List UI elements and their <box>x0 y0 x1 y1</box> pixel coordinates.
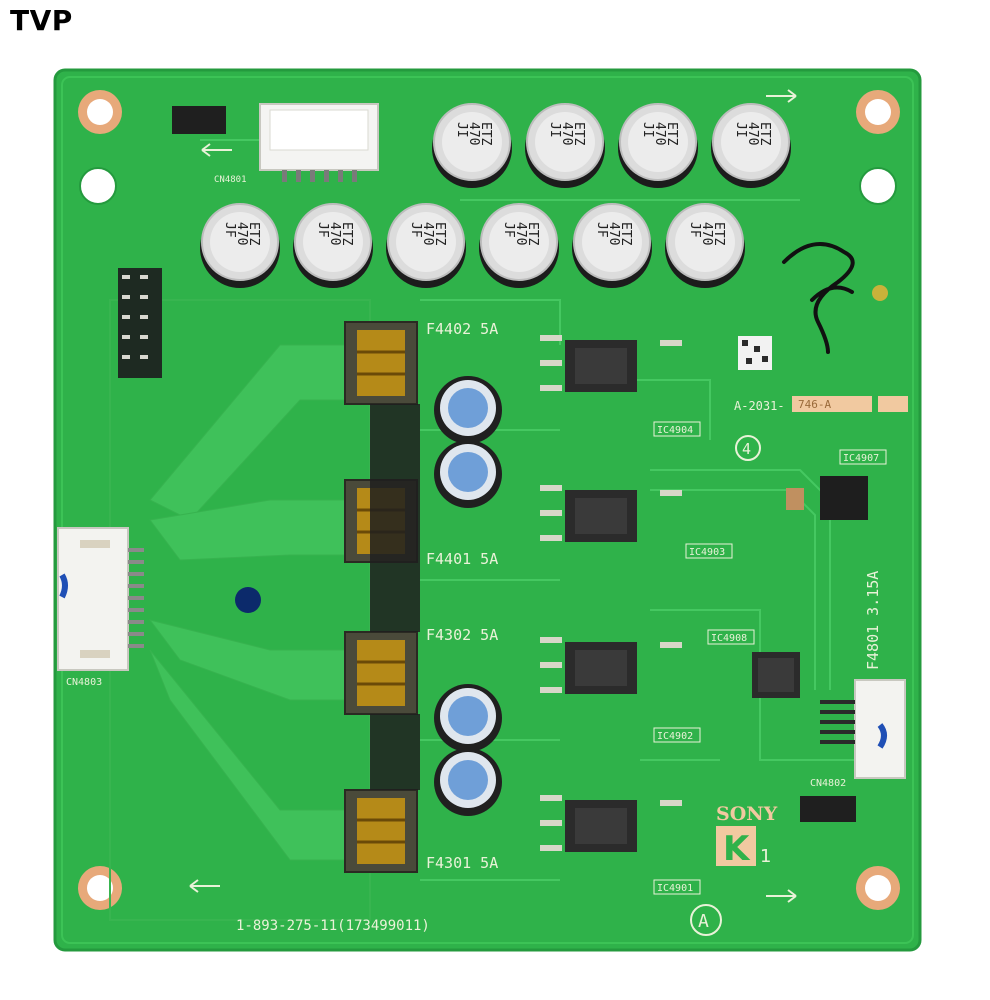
label-board-code-suffix: 746-A <box>798 398 831 411</box>
label-ic4908: IC4908 <box>711 633 747 644</box>
sony-wordmark: SONY <box>716 803 778 825</box>
capacitor-marking: 470 <box>559 122 574 145</box>
label-cn4803: CN4803 <box>66 677 102 688</box>
logo-code: K <box>723 829 751 869</box>
label-board-code: A-2031- <box>734 399 785 413</box>
label-ic4904: IC4904 <box>657 425 693 436</box>
capacitor-marking: ETZ <box>432 222 447 246</box>
label-cn4802: CN4802 <box>810 778 846 789</box>
label-ic4902: IC4902 <box>657 731 693 742</box>
handwritten-mark <box>782 242 855 354</box>
circle-mark-a: A <box>698 911 709 932</box>
capacitor-marking: ETZ <box>711 222 726 246</box>
capacitor-marking: JI <box>547 122 562 138</box>
capacitor-marking: 470 <box>466 122 481 145</box>
capacitor-marking: JF <box>315 222 330 238</box>
mounting-holes <box>78 90 900 910</box>
capacitor-marking: ETZ <box>246 222 261 246</box>
capacitor-marking: ETZ <box>478 122 493 146</box>
arrow-marks <box>189 89 797 903</box>
capacitor-marking: ETZ <box>571 122 586 146</box>
connector-cn4803 <box>57 527 144 671</box>
capacitor-marking: JF <box>501 222 516 238</box>
ic-chips <box>565 336 868 852</box>
logo-suffix: 1 <box>760 846 771 867</box>
capacitor-marking: 470 <box>327 222 342 245</box>
capacitor-marking: ETZ <box>339 222 354 246</box>
circle-mark-4: 4 <box>742 440 751 458</box>
circle-marks <box>690 435 761 936</box>
connector-cn4801 <box>259 103 379 182</box>
blue-capacitors <box>434 376 502 816</box>
brand-title: TVP <box>10 4 73 37</box>
capacitor-marking: JF <box>594 222 609 238</box>
label-fuse-f4801: F4801 3.15A <box>864 571 882 670</box>
inductors <box>344 321 420 873</box>
label-cn4801: CN4801 <box>214 175 247 185</box>
capacitor-marking: JF <box>222 222 237 238</box>
label-fuse-f4401: F4401 5A <box>426 550 498 568</box>
label-ic4901: IC4901 <box>657 883 693 894</box>
pcb-board <box>53 68 922 952</box>
capacitor-marking: 470 <box>745 122 760 145</box>
capacitor-marking: JI <box>454 122 469 138</box>
capacitor-marking: JI <box>733 122 748 138</box>
capacitor-marking: JF <box>687 222 702 238</box>
capacitor-marking: 470 <box>420 222 435 245</box>
sony-logo: SONY K 1 <box>716 803 778 869</box>
capacitor-marking: JI <box>640 122 655 138</box>
capacitor-marking: ETZ <box>757 122 772 146</box>
label-ic4907: IC4907 <box>843 453 879 464</box>
capacitor-marking: 470 <box>234 222 249 245</box>
label-fuse-f4301: F4301 5A <box>426 854 498 872</box>
capacitor-marking: 470 <box>513 222 528 245</box>
capacitor-marking: 470 <box>606 222 621 245</box>
capacitor-marking: ETZ <box>664 122 679 146</box>
label-ic4903: IC4903 <box>689 547 725 558</box>
label-fuse-f4302: F4302 5A <box>426 626 498 644</box>
capacitor-marking: ETZ <box>618 222 633 246</box>
capacitor-marking: 470 <box>699 222 714 245</box>
label-part-number: 1-893-275-11(173499011) <box>236 918 430 934</box>
capacitor-marking: JF <box>408 222 423 238</box>
capacitor-marking: 470 <box>652 122 667 145</box>
label-fuse-f4402: F4402 5A <box>426 320 498 338</box>
connector-cn4802 <box>820 679 906 779</box>
capacitor-marking: ETZ <box>525 222 540 246</box>
